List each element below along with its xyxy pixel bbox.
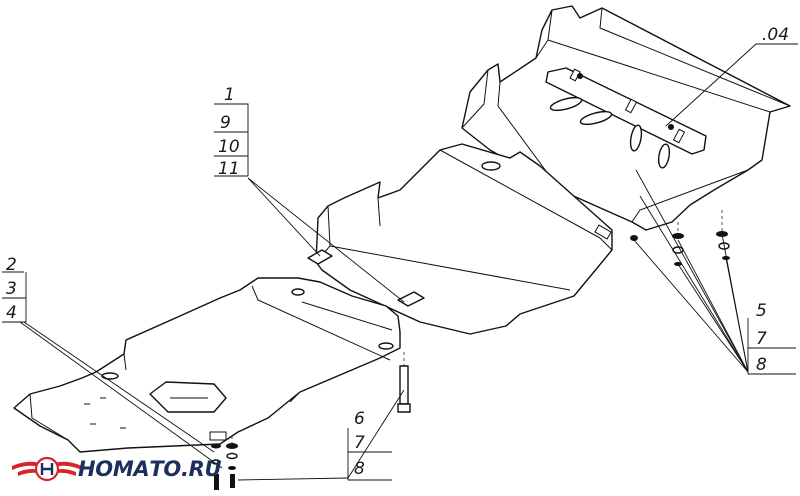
callout-8-right: 8 bbox=[756, 355, 767, 375]
callout-9: 9 bbox=[220, 113, 231, 133]
callout-7-bottom: 7 bbox=[354, 433, 365, 453]
fastener-hardware bbox=[211, 231, 730, 490]
leader-lines bbox=[2, 43, 798, 481]
callout-1: 1 bbox=[224, 85, 235, 105]
callout-labels: 2 3 4 1 9 10 11 .04 5 7 8 6 7 8 bbox=[6, 25, 789, 479]
callout-10: 10 bbox=[218, 137, 240, 157]
logo-text: НОМАТО.RU bbox=[78, 457, 222, 481]
winged-h-emblem-icon bbox=[12, 456, 82, 482]
callout-04: .04 bbox=[762, 25, 789, 45]
callout-4: 4 bbox=[6, 303, 17, 323]
callout-3: 3 bbox=[6, 279, 17, 299]
homato-logo: НОМАТО.RU bbox=[12, 456, 222, 482]
callout-2: 2 bbox=[6, 255, 17, 275]
callout-5: 5 bbox=[756, 301, 767, 321]
front-skid-plate bbox=[13, 277, 401, 453]
callout-11: 11 bbox=[218, 159, 240, 179]
callout-8-bottom: 8 bbox=[354, 459, 365, 479]
assembly-axis-lines bbox=[231, 210, 723, 446]
callout-6: 6 bbox=[354, 409, 365, 429]
callout-7-right: 7 bbox=[756, 329, 767, 349]
